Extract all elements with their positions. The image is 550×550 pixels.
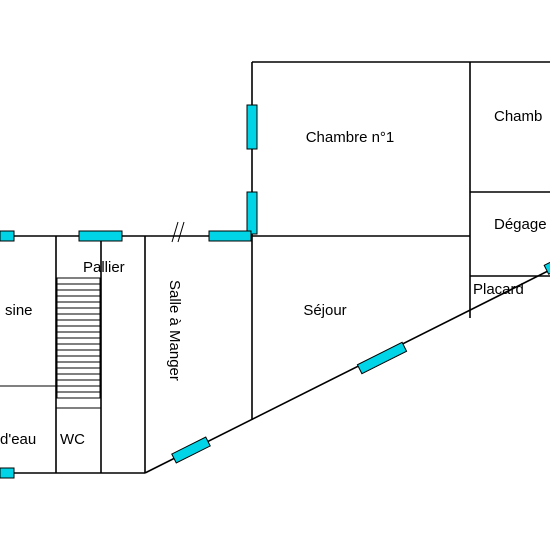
window-diagonal-sejour (356, 341, 408, 375)
window-top-pallier (78, 230, 123, 242)
door-mark-icon (171, 221, 185, 243)
label-chambre1: Chambre n°1 (306, 129, 395, 146)
label-chambre2: Chamb (494, 108, 542, 125)
label-cuisine: sine (5, 302, 33, 319)
window-chambre1-upper (246, 104, 258, 150)
window-chambre1-lower (246, 191, 258, 235)
label-degagement: Dégage (494, 216, 547, 233)
label-pallier: Pallier (83, 259, 125, 276)
label-placard: Placard (473, 281, 524, 298)
window-bottom-salle-d-eau (0, 467, 15, 479)
label-wc: WC (60, 431, 85, 448)
window-top-salle-a-manger (208, 230, 252, 242)
stairs-icon (56, 277, 101, 399)
label-salle-d-eau: d'eau (0, 431, 36, 448)
label-sejour: Séjour (303, 302, 346, 319)
windows (0, 104, 550, 479)
window-diagonal-salle-a-manger (171, 436, 211, 464)
window-top-cuisine (0, 230, 15, 242)
room-labels: Chambre n°1 Chamb Dégage Placard Séjour … (0, 108, 547, 448)
window-diagonal-degagement (543, 261, 550, 275)
label-salle-a-manger: Salle à Manger (166, 280, 183, 381)
